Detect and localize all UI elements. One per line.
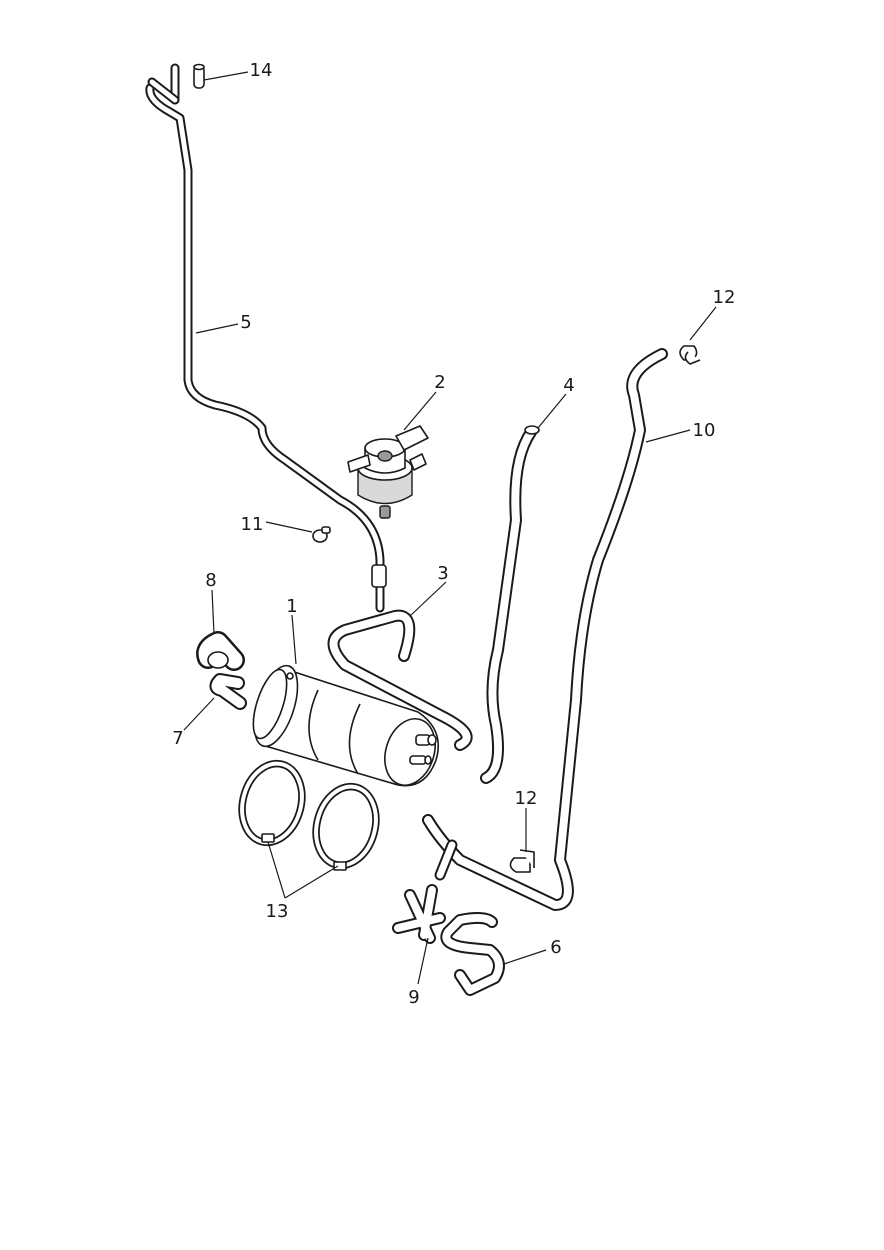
callout-6: 6 bbox=[550, 937, 561, 958]
clamps-13[interactable] bbox=[234, 757, 385, 872]
callout-9: 9 bbox=[408, 987, 419, 1008]
hose-7[interactable] bbox=[209, 673, 247, 710]
callout-5: 5 bbox=[240, 312, 251, 333]
callout-4: 4 bbox=[563, 375, 574, 396]
clip-12-lower[interactable] bbox=[509, 849, 535, 873]
callout-12-lower: 12 bbox=[515, 788, 538, 809]
callout-1: 1 bbox=[286, 596, 297, 617]
tube-14[interactable] bbox=[193, 63, 205, 89]
callout-3: 3 bbox=[437, 563, 448, 584]
callout-14: 14 bbox=[250, 60, 273, 81]
callout-13: 13 bbox=[266, 901, 289, 922]
canister-1[interactable] bbox=[246, 660, 443, 791]
connector-9[interactable] bbox=[392, 884, 446, 944]
clip-12-top[interactable] bbox=[679, 345, 701, 365]
callout-8: 8 bbox=[205, 570, 216, 591]
callout-10: 10 bbox=[693, 420, 716, 441]
hose-4[interactable] bbox=[480, 425, 540, 784]
hose-3[interactable] bbox=[327, 609, 473, 751]
leader-lines bbox=[183, 71, 717, 985]
callout-12-top: 12 bbox=[713, 287, 736, 308]
hose-8[interactable] bbox=[196, 631, 245, 671]
hose-6[interactable] bbox=[440, 911, 505, 996]
hose-5[interactable] bbox=[145, 63, 387, 613]
hose-10[interactable] bbox=[422, 348, 668, 911]
callout-2: 2 bbox=[434, 372, 445, 393]
purge-valve-2[interactable] bbox=[347, 425, 429, 519]
callout-7: 7 bbox=[172, 728, 183, 749]
callout-labels: 1 2 3 4 5 6 7 8 9 10 11 12 12 13 14 bbox=[172, 60, 735, 1008]
callout-11: 11 bbox=[241, 514, 264, 535]
screw-11[interactable] bbox=[312, 526, 331, 543]
